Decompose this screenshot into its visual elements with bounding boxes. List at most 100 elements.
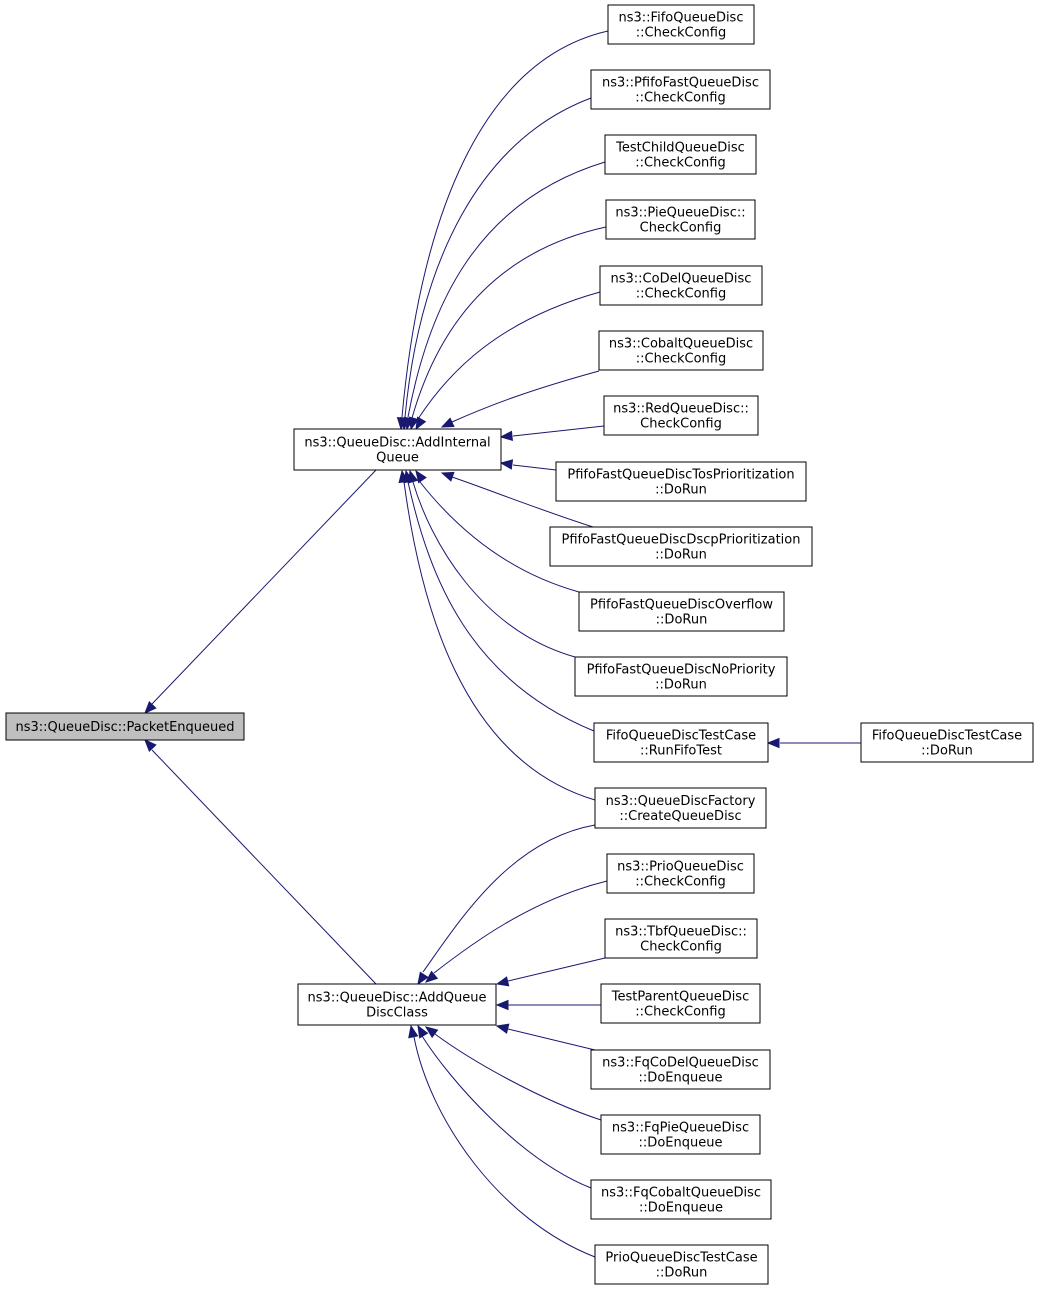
caller-function-node[interactable]: ns3::PrioQueueDisc::CheckConfig — [606, 853, 755, 894]
edge-line — [421, 1035, 592, 1189]
caller-function-node[interactable]: ns3::FqCobaltQueueDisc::DoEnqueue — [590, 1179, 772, 1220]
caller-function-node[interactable]: ns3::FifoQueueDisc::CheckConfig — [607, 4, 755, 45]
node-label-line: TestChildQueueDisc — [615, 141, 745, 156]
caller-function-node[interactable]: PrioQueueDiscTestCase::DoRun — [594, 1244, 769, 1285]
edge-n12-to-n1 — [415, 469, 580, 593]
edge-n1-to-n0 — [144, 469, 377, 714]
arrowhead — [766, 737, 780, 749]
node-box — [598, 330, 764, 371]
node-box — [590, 69, 771, 110]
edge-n4-to-n1 — [399, 97, 592, 431]
node-label-line: ns3::FqCobaltQueueDisc — [601, 1186, 761, 1201]
edge-line — [451, 370, 600, 423]
caller-function-node[interactable]: FifoQueueDiscTestCase::RunFifoTest — [593, 722, 769, 763]
node-box — [5, 712, 245, 741]
node-label-line: ns3::CoDelQueueDisc — [611, 272, 752, 287]
node-label-line: ns3::PfifoFastQueueDisc — [602, 76, 759, 91]
caller-function-node[interactable]: TestParentQueueDisc::CheckConfig — [600, 983, 761, 1024]
node-label-line: ::CheckConfig — [635, 156, 725, 171]
node-label-line: ns3::TbfQueueDisc:: — [615, 925, 747, 940]
node-label-line: ::CreateQueueDisc — [619, 809, 741, 824]
node-label-line: ns3::FifoQueueDisc — [619, 11, 744, 26]
edge-n2-to-n0 — [144, 739, 377, 985]
node-label-line: ::DoRun — [921, 744, 973, 759]
caller-function-node[interactable]: TestChildQueueDisc::CheckConfig — [604, 134, 757, 175]
edge-n19-to-n2 — [495, 999, 601, 1011]
node-label-line: FifoQueueDiscTestCase — [606, 729, 756, 744]
caller-function-node[interactable]: ns3::FqCoDelQueueDisc::DoEnqueue — [590, 1049, 771, 1090]
edge-line — [507, 957, 606, 982]
node-label-line: ::CheckConfig — [636, 352, 726, 367]
caller-function-node[interactable]: ns3::FqPieQueueDisc::DoEnqueue — [600, 1114, 761, 1155]
node-label-line: PfifoFastQueueDiscTosPrioritization — [567, 468, 794, 483]
node-label-line: ::CheckConfig — [635, 875, 725, 890]
caller-function-node[interactable]: ns3::RedQueueDisc::CheckConfig — [603, 395, 759, 436]
edge-n16-to-n2 — [417, 824, 596, 986]
edge-line — [451, 476, 594, 528]
caller-function-node[interactable]: FifoQueueDiscTestCase::DoRun — [860, 722, 1034, 763]
node-box — [605, 199, 756, 240]
edge-n21-to-n2 — [424, 1026, 602, 1121]
node-box — [600, 983, 761, 1024]
node-label-line: CheckConfig — [640, 417, 722, 432]
node-label-line: TestParentQueueDisc — [611, 990, 749, 1005]
arrowhead — [415, 469, 427, 484]
node-label-line: CheckConfig — [640, 940, 722, 955]
node-box — [599, 265, 763, 306]
edge-line — [407, 481, 595, 732]
node-label-line: ::CheckConfig — [636, 26, 726, 41]
edge-line — [434, 1033, 602, 1121]
node-label-line: PfifoFastQueueDiscDscpPrioritization — [562, 533, 801, 548]
caller-function-node[interactable]: ns3::QueueDiscFactory::CreateQueueDisc — [594, 787, 767, 829]
node-label-line: Queue — [376, 451, 419, 466]
edge-n17-to-n2 — [424, 880, 608, 983]
node-label-line: CheckConfig — [640, 221, 722, 236]
node-label-line: ::DoRun — [655, 678, 707, 693]
node-label-line: ::CheckConfig — [635, 1005, 725, 1020]
node-label-line: ns3::QueueDisc::PacketEnqueued — [15, 720, 234, 735]
caller-function-node[interactable]: ns3::PfifoFastQueueDisc::CheckConfig — [590, 69, 771, 110]
caller-function-node[interactable]: PfifoFastQueueDiscDscpPrioritization::Do… — [549, 526, 813, 567]
edge-n22-to-n2 — [417, 1024, 592, 1189]
arrowhead — [408, 416, 420, 431]
caller-function-node[interactable]: PfifoFastQueueDiscNoPriority::DoRun — [574, 656, 788, 697]
edge-line — [411, 226, 607, 419]
arrowhead — [499, 430, 513, 441]
node-label-line: ns3::PrioQueueDisc — [617, 860, 744, 875]
node-label-line: ns3::FqCoDelQueueDisc — [602, 1056, 759, 1071]
node-label-line: PfifoFastQueueDiscNoPriority — [587, 663, 776, 678]
node-label-line: DiscClass — [366, 1006, 428, 1021]
caller-function-node[interactable]: PfifoFastQueueDiscOverflow::DoRun — [578, 591, 785, 632]
node-label-line: ::DoEnqueue — [639, 1071, 723, 1086]
edge-line — [413, 1036, 596, 1258]
node-box — [860, 722, 1034, 763]
edge-line — [403, 481, 596, 801]
node-label-line: PfifoFastQueueDiscOverflow — [590, 598, 773, 613]
node-label-line: FifoQueueDiscTestCase — [872, 729, 1022, 744]
arrowhead — [424, 1026, 439, 1039]
edge-line — [433, 880, 608, 974]
edge-n3-to-n1 — [396, 30, 609, 431]
arrowhead — [424, 970, 439, 983]
node-box — [293, 428, 502, 471]
caller-function-node[interactable]: PfifoFastQueueDiscTosPrioritization::DoR… — [555, 461, 807, 502]
node-label-line: PrioQueueDiscTestCase — [605, 1251, 757, 1266]
caller-function-node[interactable]: ns3::CobaltQueueDisc::CheckConfig — [598, 330, 764, 371]
node-box — [606, 853, 755, 894]
caller-function-node[interactable]: ns3::CoDelQueueDisc::CheckConfig — [599, 265, 763, 306]
edge-line — [417, 291, 601, 420]
node-label-line: ::DoEnqueue — [639, 1201, 723, 1216]
caller-function-node[interactable]: ns3::PieQueueDisc::CheckConfig — [605, 199, 756, 240]
edge-line — [512, 464, 557, 471]
edge-n9-to-n1 — [499, 425, 605, 441]
node-label-line: ns3::QueueDiscFactory — [606, 794, 756, 809]
arrowhead — [415, 416, 427, 431]
edge-line — [422, 824, 596, 973]
node-label-line: ns3::QueueDisc::AddQueue — [308, 991, 487, 1006]
arrowhead — [417, 1024, 429, 1039]
caller-function-node[interactable]: ns3::TbfQueueDisc::CheckConfig — [604, 918, 758, 959]
arrowhead — [495, 1023, 510, 1034]
